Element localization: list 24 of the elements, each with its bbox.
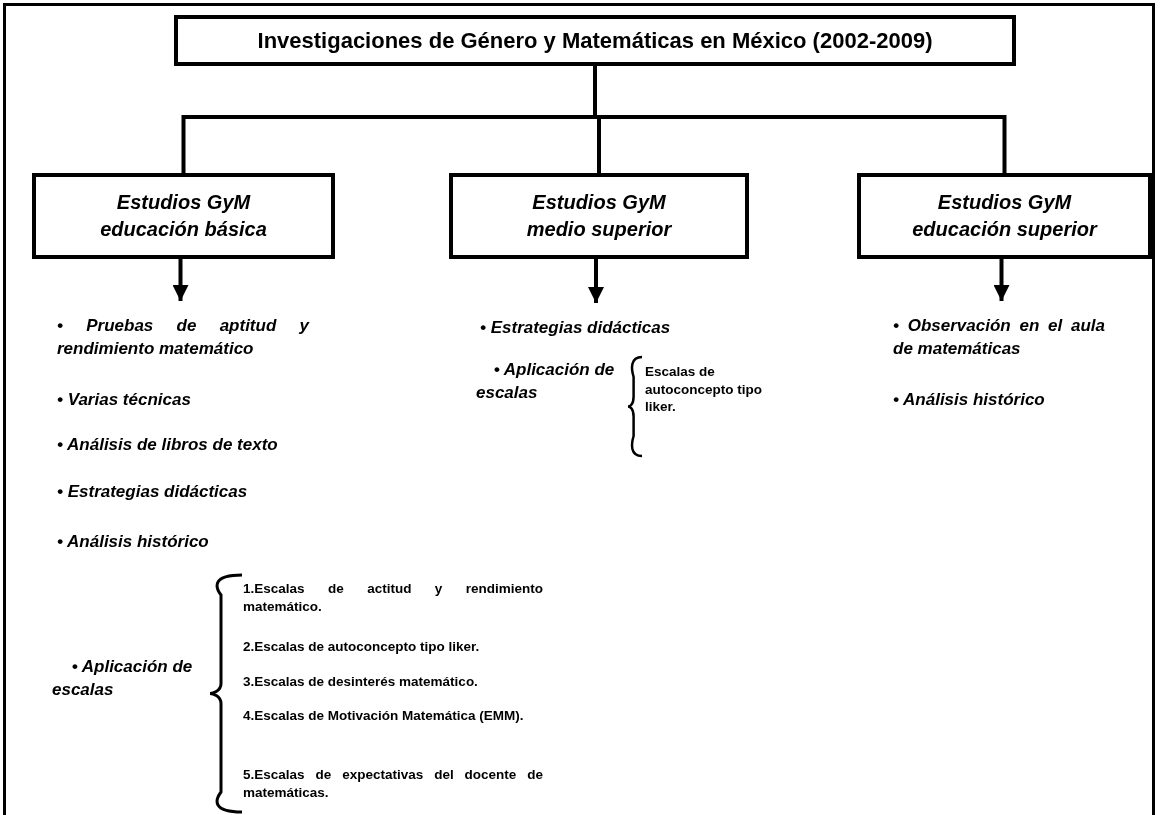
category-box: Estudios GyM educación superior	[857, 173, 1152, 259]
scale-item: 5.Escalas de expectativas del docente de matemáticas.	[243, 766, 543, 802]
scale-item: 4.Escalas de Motivación Matemática (EMM).	[243, 707, 525, 725]
bullet-item: • Pruebas de aptitud y rendimiento matemático	[57, 315, 309, 365]
bullet-item: • Observación en el aula de matemáticas	[893, 315, 1105, 365]
title-box: Investigaciones de Género y Matemáticas en México (2002-2009)	[174, 15, 1016, 66]
connector-line	[172, 259, 189, 301]
bullet-item: • Análisis histórico	[893, 389, 1046, 411]
scale-item: 2.Escalas de autoconcepto tipo liker.	[243, 638, 481, 656]
scale-item: 3.Escalas de desinterés matemático.	[243, 673, 479, 691]
bullet-item: • Estrategias didácticas	[57, 481, 249, 503]
connector-line	[993, 259, 1010, 301]
bullet-item: • Análisis histórico	[57, 531, 210, 553]
connector-line	[593, 66, 1007, 173]
bullet-item: • Estrategias didácticas	[480, 317, 720, 343]
bullet-item: • Análisis de libros de texto	[57, 434, 279, 456]
scale-item: 1.Escalas de actitud y rendimiento matemático.	[243, 580, 543, 616]
category-box: Estudios GyM medio superior	[449, 173, 749, 259]
scale-item: Escalas de autoconcepto tipo liker.	[645, 363, 763, 416]
bullet-item: • Aplicación de escalas	[476, 359, 616, 404]
bullet-item: • Varias técnicas	[57, 389, 192, 411]
bullet-item: • Aplicación de escalas	[52, 656, 194, 701]
connector-line	[588, 259, 604, 303]
category-box: Estudios GyM educación básica	[32, 173, 335, 259]
